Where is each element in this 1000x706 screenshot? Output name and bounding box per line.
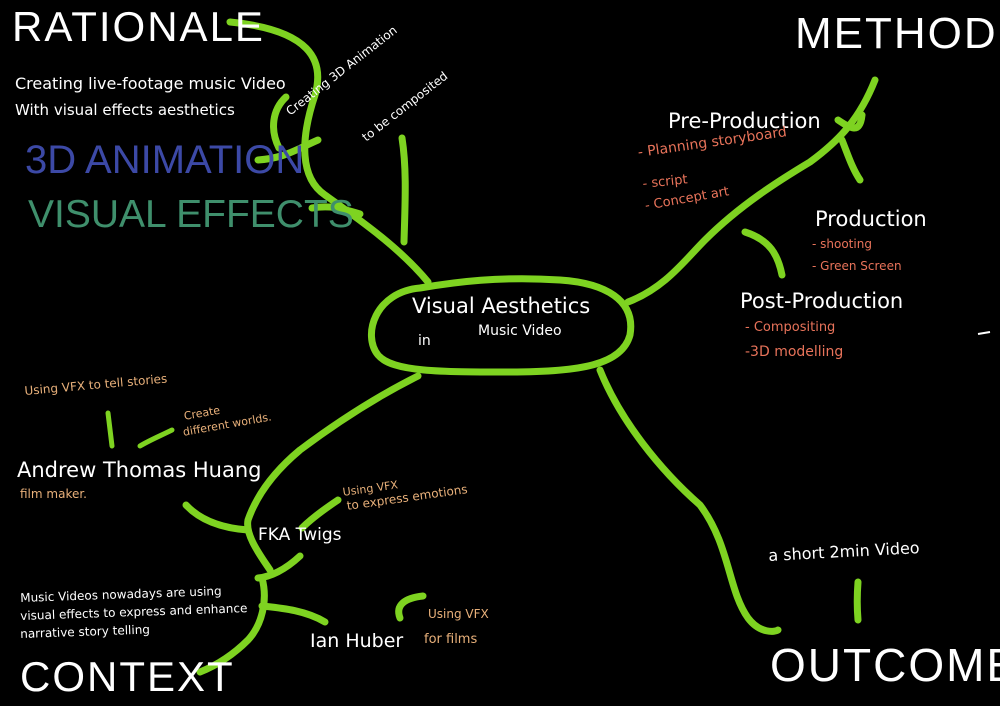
center-oval bbox=[367, 275, 635, 376]
method-heading: METHOD bbox=[795, 9, 998, 58]
rationale-line1: Creating live-footage music Video bbox=[15, 74, 286, 93]
context-branch-ian bbox=[258, 602, 329, 626]
context-branch-fka-note bbox=[298, 496, 342, 532]
outcome-heading: OUTCOME bbox=[770, 639, 1000, 691]
outcome-branch bbox=[596, 366, 782, 635]
ian-note-line2: for films bbox=[424, 632, 478, 647]
rationale-line2: With visual effects aesthetics bbox=[15, 101, 235, 119]
ian-note-line1: Using VFX bbox=[428, 607, 489, 621]
pre-production-title: Pre-Production bbox=[668, 109, 821, 133]
center-title-line1: Visual Aesthetics bbox=[412, 294, 591, 318]
rationale-branch-animation-note bbox=[398, 134, 409, 246]
post-production-title: Post-Production bbox=[740, 289, 904, 313]
andrew-role: film maker. bbox=[20, 487, 87, 501]
outcome-branch-note bbox=[853, 578, 862, 624]
andrew-name: Andrew Thomas Huang bbox=[17, 458, 262, 482]
ian-name: Ian Huber bbox=[310, 630, 404, 652]
production-item-2: - Green Screen bbox=[812, 259, 902, 273]
rationale-branch-top bbox=[270, 93, 290, 152]
rationale-branch-3d bbox=[254, 136, 322, 164]
center-title-in: in bbox=[418, 333, 431, 349]
method-branch-post bbox=[741, 228, 786, 279]
rationale-visual-effects: VISUAL EFFECTS bbox=[28, 193, 354, 236]
production-item-1: - shooting bbox=[812, 237, 872, 251]
stray-mark bbox=[977, 331, 991, 335]
andrew-note-tick-1 bbox=[105, 410, 115, 449]
context-branch-lower bbox=[196, 574, 268, 676]
context-branch-andrew bbox=[182, 501, 252, 534]
context-branch bbox=[244, 372, 422, 574]
rationale-branch-vfx bbox=[308, 203, 364, 218]
rationale-heading: RATIONALE bbox=[12, 3, 265, 50]
center-title-line2: Music Video bbox=[478, 323, 562, 339]
context-heading: CONTEXT bbox=[20, 653, 235, 700]
fka-name: FKA Twigs bbox=[258, 525, 342, 545]
post-production-item-2: -3D modelling bbox=[745, 344, 844, 360]
post-production-item-1: - Compositing bbox=[745, 320, 836, 335]
rationale-3d-animation: 3D ANIMATION bbox=[25, 138, 305, 182]
method-branch-pre bbox=[834, 111, 866, 132]
andrew-note-tick-2 bbox=[137, 427, 175, 449]
method-branch-pre-2 bbox=[838, 136, 864, 184]
rationale-branch bbox=[226, 18, 432, 286]
production-title: Production bbox=[815, 207, 927, 231]
context-branch-ian-note bbox=[395, 592, 427, 622]
